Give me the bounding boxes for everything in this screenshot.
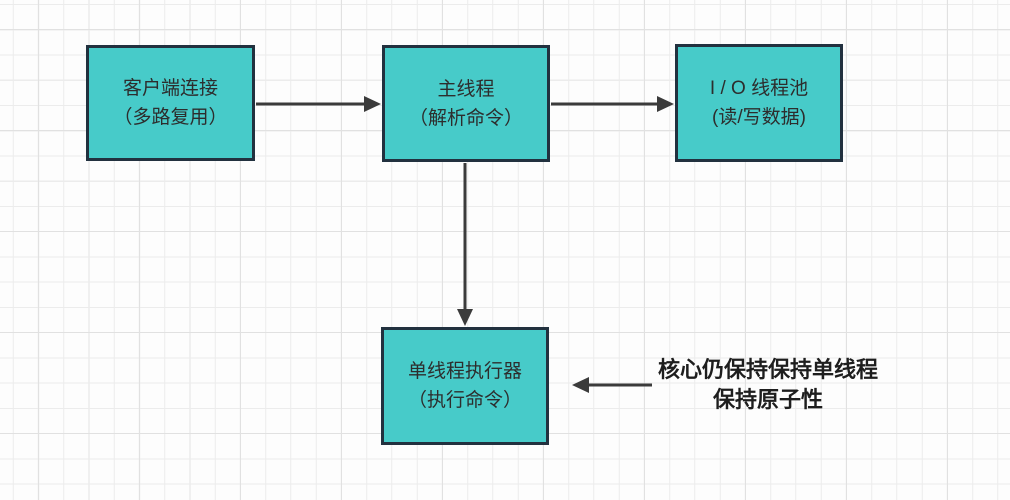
arrow-client-to-main-thread	[256, 96, 381, 112]
node-client-connection-title: 客户端连接	[122, 78, 218, 99]
annotation-note: 核心仍保持保持单线程 保持原子性	[640, 355, 896, 415]
node-client-connection: 客户端连接 （多路复用）	[86, 45, 255, 161]
annotation-line-2: 保持原子性	[712, 387, 823, 412]
node-single-thread-executor-subtitle: （执行命令）	[407, 390, 522, 411]
node-io-thread-pool-subtitle: (读/写数据)	[712, 107, 806, 128]
arrow-main-thread-to-io-pool	[551, 96, 674, 112]
node-io-thread-pool: I / O 线程池 (读/写数据)	[675, 44, 843, 162]
arrow-main-thread-to-executor	[457, 163, 473, 326]
node-client-connection-subtitle: （多路复用）	[113, 107, 228, 128]
node-main-thread-subtitle: （解析命令）	[408, 107, 523, 129]
node-io-thread-pool-title: I / O 线程池	[709, 78, 809, 99]
node-main-thread: 主线程 （解析命令）	[382, 45, 550, 162]
node-single-thread-executor-title: 单线程执行器	[407, 361, 522, 382]
node-main-thread-title: 主线程	[437, 78, 495, 100]
annotation-line-1: 核心仍保持保持单线程	[657, 357, 878, 382]
node-single-thread-executor: 单线程执行器 （执行命令）	[381, 327, 549, 445]
